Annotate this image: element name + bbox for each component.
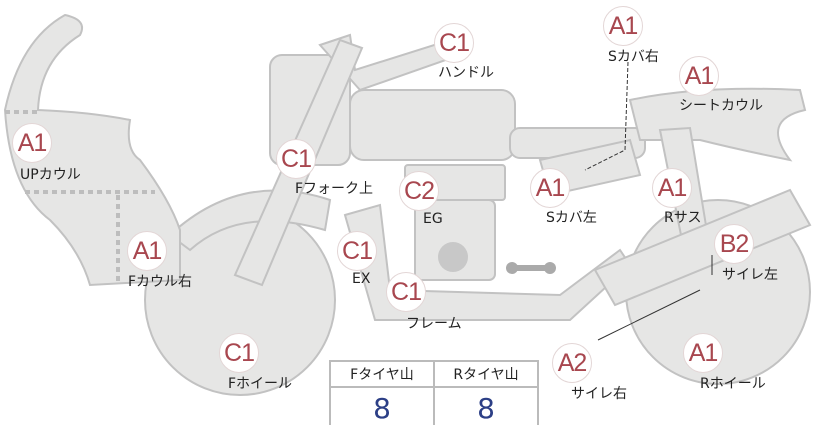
part-label-s-cover-right: Sカバ右 (608, 49, 659, 65)
part-label-s-cover-left: Sカバ左 (546, 210, 597, 226)
grade-badge-seat-cowl[interactable]: A1 (679, 56, 719, 96)
grade-badge-up-cowl[interactable]: A1 (12, 123, 52, 163)
grade-badge-silencer-right[interactable]: A2 (552, 343, 592, 383)
grade-badge-frame[interactable]: C1 (386, 272, 426, 312)
part-label-handle: ハンドル (438, 65, 494, 81)
silencer (593, 188, 812, 307)
part-label-r-suspension: Rサス (664, 210, 702, 226)
grade-badge-s-cover-left[interactable]: A1 (530, 168, 570, 208)
part-label-seat-cowl: シートカウル (679, 98, 763, 114)
rear-tire-tread-value: 8 (433, 386, 539, 425)
engine (414, 199, 496, 281)
engine-port (438, 242, 468, 272)
leader-line-scover-right (584, 61, 629, 171)
grade-badge-f-fork-upper[interactable]: C1 (276, 139, 316, 179)
part-label-r-wheel: Rホイール (700, 376, 766, 392)
front-tire-tread-value: 8 (329, 386, 435, 425)
grade-badge-r-suspension[interactable]: A1 (652, 168, 692, 208)
part-label-f-fork-upper: Fフォーク上 (295, 181, 374, 197)
grade-badge-exhaust[interactable]: C1 (337, 231, 377, 271)
grade-badge-r-wheel[interactable]: A1 (683, 333, 723, 373)
grade-badge-f-cowl-right[interactable]: A1 (127, 231, 167, 271)
grade-badge-engine[interactable]: C2 (399, 171, 439, 211)
grade-badge-s-cover-right[interactable]: A1 (603, 6, 643, 46)
tire-tread-table: Fタイヤ山 Rタイヤ山 8 8 (329, 360, 539, 425)
part-label-exhaust: EX (352, 271, 371, 287)
grade-badge-silencer-left[interactable]: B2 (714, 224, 754, 264)
rear-tire-tread-header: Rタイヤ山 (433, 360, 539, 388)
part-label-f-cowl-right: Fカウル右 (128, 274, 193, 290)
leader-line-silencer-right (597, 289, 701, 341)
fuel-tank (349, 89, 516, 161)
grade-badge-f-wheel[interactable]: C1 (219, 333, 259, 373)
grade-badge-handle[interactable]: C1 (434, 23, 474, 63)
part-label-engine: EG (423, 211, 443, 227)
front-tire-tread-header: Fタイヤ山 (329, 360, 435, 388)
part-label-up-cowl: UPカウル (20, 167, 81, 183)
up-cowl (3, 13, 181, 287)
part-label-frame: フレーム (406, 316, 462, 332)
part-label-silencer-left: サイレ左 (722, 267, 778, 283)
part-label-f-wheel: Fホイール (228, 376, 293, 392)
part-label-silencer-right: サイレ右 (571, 386, 627, 402)
